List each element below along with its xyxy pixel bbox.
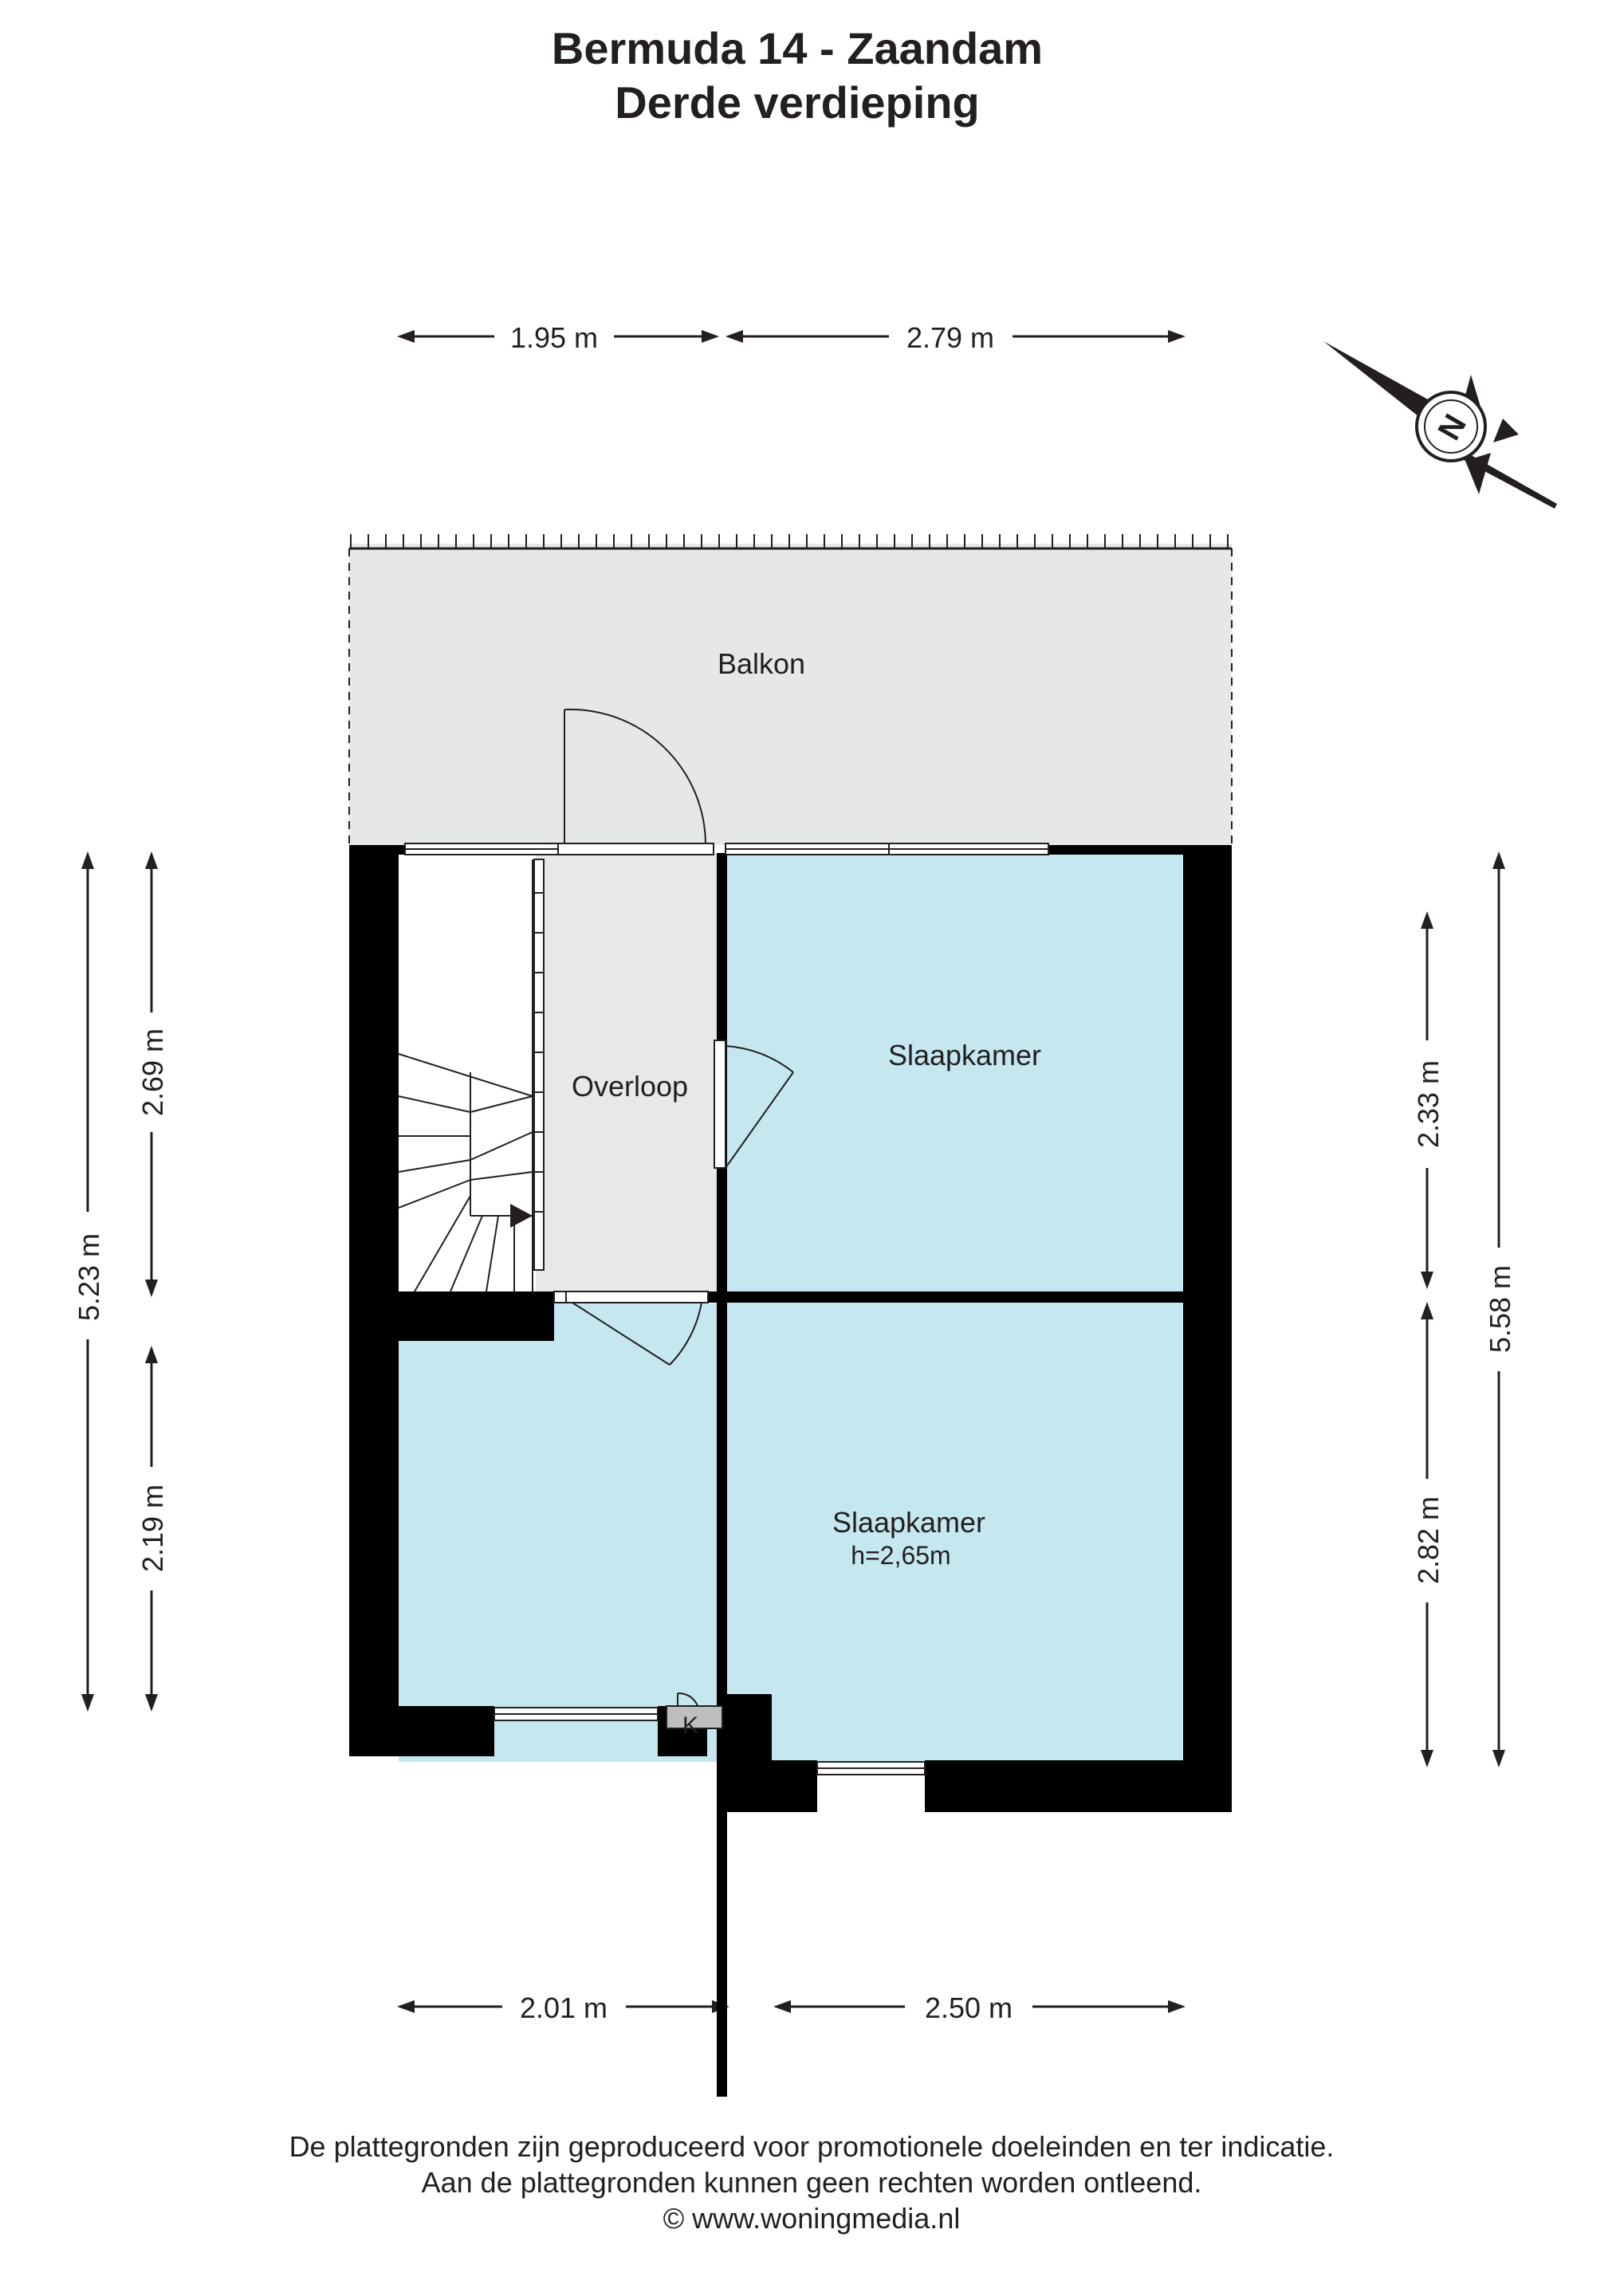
svg-text:2.33 m: 2.33 m xyxy=(1412,1060,1445,1148)
window-balcony-left xyxy=(404,843,559,855)
dimension-left-outer: 5.23 m xyxy=(73,851,105,1712)
svg-text:5.58 m: 5.58 m xyxy=(1484,1265,1516,1353)
copyright-line: © www.woningmedia.nl xyxy=(663,2202,961,2235)
room-label-overloop: Overloop xyxy=(572,1070,688,1103)
north-arrow-icon: N xyxy=(1323,341,1557,509)
disclaimer-line-1: De plattegronden zijn geproduceerd voor … xyxy=(289,2130,1335,2163)
stair-area xyxy=(399,853,536,1295)
door-bedroom-top[interactable] xyxy=(714,1040,794,1169)
dimension-left-lower: 2.19 m xyxy=(136,1346,169,1712)
room-height-label: h=2,65m xyxy=(851,1541,950,1570)
landing-area xyxy=(536,853,719,1295)
room-label-balkon: Balkon xyxy=(718,647,805,680)
window-bottom-left xyxy=(493,1707,659,1721)
svg-text:2.82 m: 2.82 m xyxy=(1412,1496,1445,1584)
svg-text:2.01 m: 2.01 m xyxy=(520,1991,608,2024)
bedroom-bottom-patch-2 xyxy=(772,1303,1183,1760)
dimension-right-outer: 5.58 m xyxy=(1484,851,1516,1767)
window-balcony-right xyxy=(725,843,1049,855)
plan-subtitle: Derde verdieping xyxy=(615,77,979,128)
door-bedroom-bottom[interactable] xyxy=(553,1291,709,1366)
svg-text:2.50 m: 2.50 m xyxy=(925,1991,1013,2024)
dimension-bottom-right: 2.50 m xyxy=(773,1991,1186,2024)
closet-k[interactable]: K xyxy=(666,1692,723,1739)
dimension-bottom-left: 2.01 m xyxy=(397,1991,729,2024)
bedroom-top-area xyxy=(727,853,1183,1294)
balcony-railing xyxy=(350,534,1229,548)
door-balcony[interactable] xyxy=(557,708,714,855)
dimension-left-upper: 2.69 m xyxy=(136,851,169,1297)
room-label-slaapkamer-bottom: Slaapkamer xyxy=(832,1506,985,1539)
dimension-right-upper: 2.33 m xyxy=(1412,911,1445,1289)
room-label-slaapkamer-top: Slaapkamer xyxy=(888,1039,1041,1071)
staircase xyxy=(398,859,533,1292)
walls xyxy=(349,845,1232,2097)
dimension-right-lower: 2.82 m xyxy=(1412,1302,1445,1767)
svg-text:2.19 m: 2.19 m xyxy=(136,1484,169,1572)
disclaimer-line-2: Aan de plattegronden kunnen geen rechten… xyxy=(422,2166,1202,2199)
svg-text:1.95 m: 1.95 m xyxy=(510,321,598,354)
closet-label: K xyxy=(682,1712,698,1739)
svg-text:2.69 m: 2.69 m xyxy=(136,1028,169,1116)
dimension-top-right: 2.79 m xyxy=(725,321,1186,354)
svg-text:2.79 m: 2.79 m xyxy=(906,321,994,354)
window-bottom-right xyxy=(816,1761,926,1775)
dimension-top-left: 1.95 m xyxy=(397,321,719,354)
landing-railing xyxy=(533,859,545,1271)
plan-title: Bermuda 14 - Zaandam xyxy=(552,23,1043,73)
svg-text:5.23 m: 5.23 m xyxy=(73,1233,105,1321)
balcony: Balkon xyxy=(348,534,1233,845)
